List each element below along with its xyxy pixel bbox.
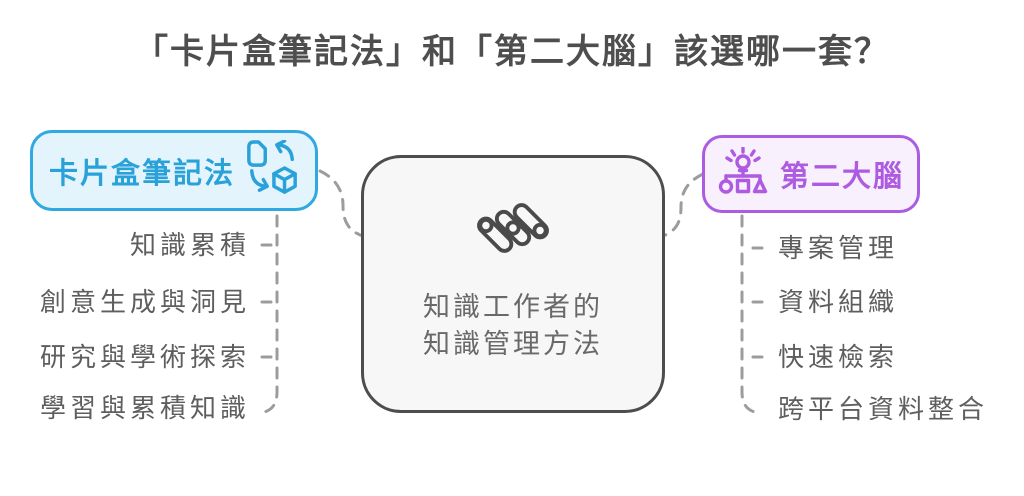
node-center-topic: 知識工作者的 知識管理方法 <box>361 155 665 413</box>
branch-line-right <box>740 214 763 415</box>
left-item-3: 研究與學術探索 <box>39 342 250 372</box>
left-item-1: 知識累積 <box>129 230 250 260</box>
second-brain-label: 第二大腦 <box>779 161 904 193</box>
zettelkasten-label: 卡片盒筆記法 <box>48 157 235 190</box>
center-topic-line2: 知識管理方法 <box>423 329 603 359</box>
note-to-cube-sync-icon <box>245 139 299 201</box>
heptabase-logo <box>473 188 553 273</box>
center-topic-text: 知識工作者的 知識管理方法 <box>423 289 603 363</box>
idea-organize-icon <box>718 145 768 202</box>
left-item-4: 學習與累積知識 <box>39 393 250 423</box>
center-topic-line1: 知識工作者的 <box>423 292 603 322</box>
connector-right-to-center <box>657 172 705 239</box>
page-title: 「卡片盒筆記法」和「第二大腦」該選哪一套？ <box>134 33 890 71</box>
left-item-2: 創意生成與洞見 <box>39 287 250 317</box>
branch-line-left <box>256 214 279 415</box>
right-item-1: 專案管理 <box>778 233 899 263</box>
node-zettelkasten: 卡片盒筆記法 <box>30 130 318 211</box>
node-second-brain: 第二大腦 <box>702 135 920 213</box>
right-item-2: 資料組織 <box>778 287 899 317</box>
connector-left-to-center <box>318 169 368 239</box>
right-item-4: 跨平台資料整合 <box>778 394 989 424</box>
right-item-3: 快速檢索 <box>778 342 899 372</box>
